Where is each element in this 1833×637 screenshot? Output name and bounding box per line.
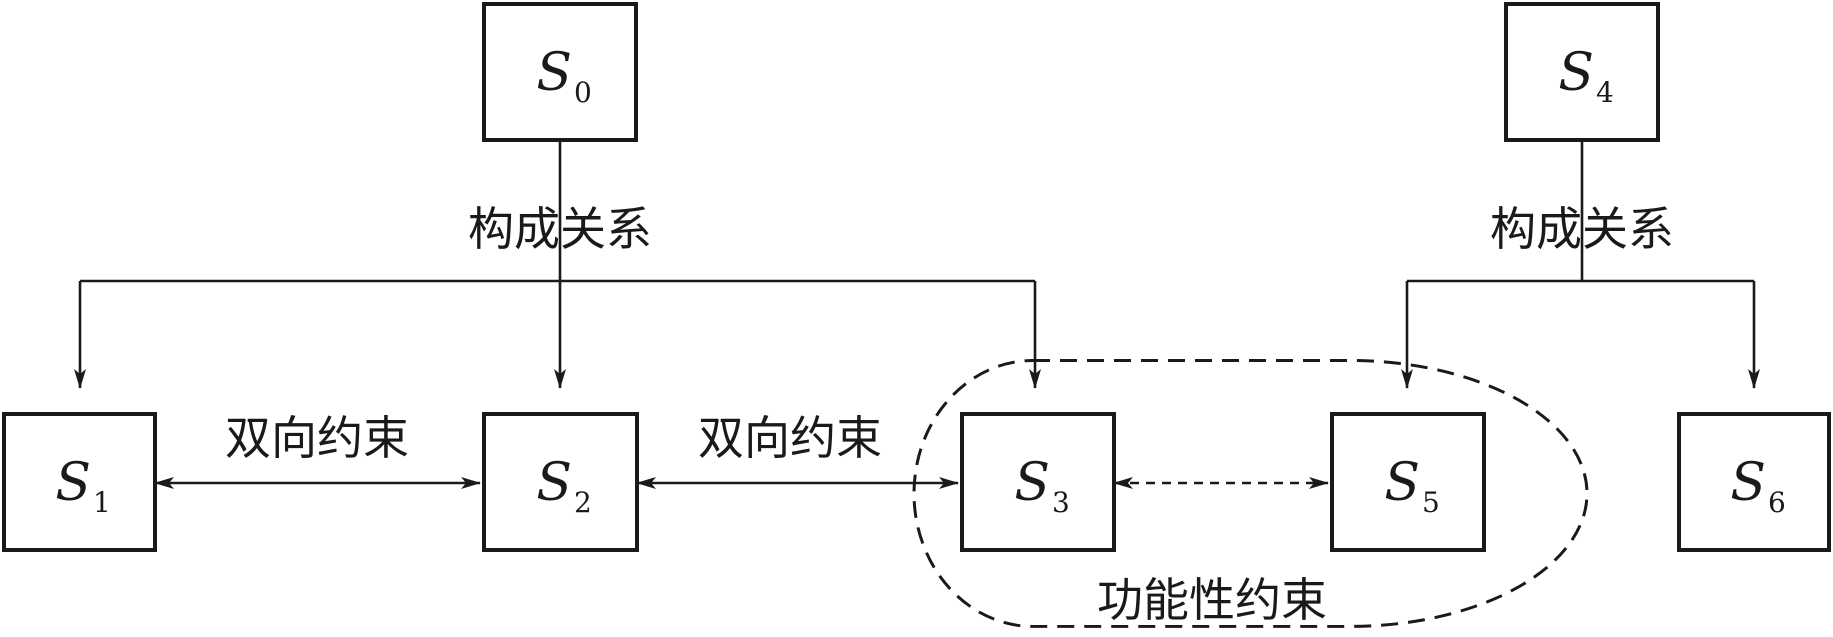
- svg-text:0: 0: [574, 76, 592, 109]
- svg-text:5: 5: [1422, 486, 1440, 519]
- svg-text:S: S: [1014, 453, 1050, 513]
- svg-text:4: 4: [1596, 76, 1614, 109]
- svg-text:1: 1: [93, 486, 111, 519]
- svg-text:S: S: [536, 453, 572, 513]
- node-s5: S 5: [1330, 412, 1486, 552]
- functional-label: 功能性约束: [1097, 573, 1327, 627]
- composition-tree-left: [74, 140, 1041, 389]
- node-s3: S 3: [960, 412, 1116, 552]
- svg-text:S: S: [55, 453, 91, 513]
- composition-label-right-group: 构成关系: [1490, 202, 1674, 256]
- composition-label-left-group: 构成关系: [468, 202, 652, 256]
- node-s1: S 1: [2, 412, 157, 552]
- svg-text:2: 2: [574, 486, 592, 519]
- composition-tree-right: [1401, 140, 1760, 389]
- node-s4: S 4: [1504, 2, 1660, 142]
- svg-text:6: 6: [1768, 486, 1786, 519]
- bidirectional-label-2: 双向约束: [698, 411, 882, 465]
- svg-text:S: S: [1730, 453, 1766, 513]
- node-s2: S 2: [482, 412, 639, 552]
- composition-label-right: 构成关系: [1490, 202, 1674, 256]
- svg-text:S: S: [1384, 453, 1420, 513]
- svg-text:S: S: [1558, 43, 1594, 103]
- svg-text:3: 3: [1052, 486, 1070, 519]
- bidirectional-label-1: 双向约束: [225, 411, 409, 465]
- node-s0: S 0: [482, 2, 638, 142]
- composition-label-left: 构成关系: [468, 202, 652, 256]
- node-s6: S 6: [1677, 412, 1831, 552]
- svg-text:S: S: [536, 43, 572, 103]
